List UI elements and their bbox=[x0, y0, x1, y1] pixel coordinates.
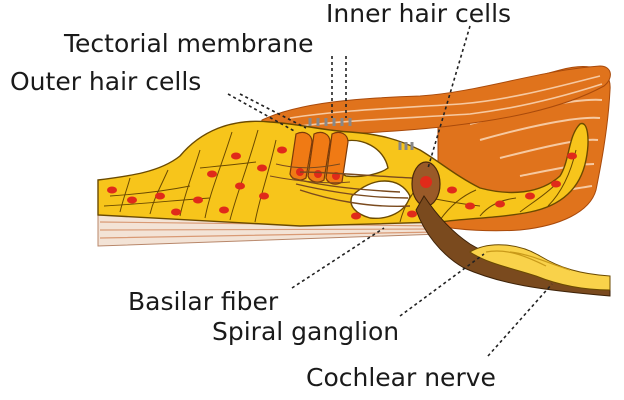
leader-outer-hair-cells-1 bbox=[227, 93, 297, 133]
nerve-fibers bbox=[269, 163, 413, 208]
tunnel-of-corti bbox=[333, 139, 411, 219]
outer-hair-cells bbox=[289, 118, 352, 185]
label-outer-hair-cells: Outer hair cells bbox=[10, 67, 201, 96]
leader-cochlear-nerve bbox=[487, 283, 553, 357]
label-inner-hair-cells: Inner hair cells bbox=[326, 0, 511, 28]
label-spiral-ganglion: Spiral ganglion bbox=[212, 317, 399, 346]
leader-lines bbox=[227, 25, 553, 357]
leader-inner-hair-cells bbox=[427, 25, 471, 169]
cell-nuclei bbox=[107, 146, 577, 220]
leader-basilar-fiber bbox=[291, 227, 385, 289]
cochlear-nerve bbox=[415, 195, 611, 297]
label-cochlear-nerve: Cochlear nerve bbox=[306, 363, 496, 392]
leader-outer-hair-cells-2 bbox=[239, 93, 307, 129]
label-basilar-fiber: Basilar fiber bbox=[128, 287, 279, 316]
label-tectorial-membrane: Tectorial membrane bbox=[63, 29, 313, 58]
